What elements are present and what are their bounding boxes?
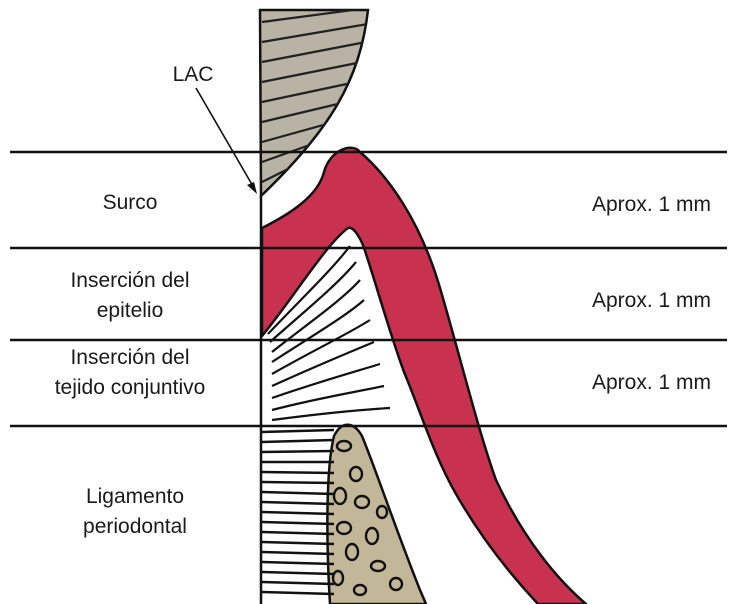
conjuntivo-label-line-1: Inserción del (30, 343, 230, 373)
ligament-fibers (262, 430, 334, 594)
conjuntivo-label-line-2: tejido conjuntivo (30, 373, 230, 403)
ligamento-label: Ligamento periodontal (50, 482, 220, 542)
surco-label: Surco (60, 188, 200, 218)
conjuntivo-label: Inserción del tejido conjuntivo (30, 343, 230, 403)
epitelio-label: Inserción del epitelio (40, 266, 220, 326)
lac-arrow (196, 88, 257, 194)
lac-label: LAC (168, 60, 218, 90)
conjuntivo-measurement: Aprox. 1 mm (592, 368, 711, 398)
ligamento-label-line-1: Ligamento (50, 482, 220, 512)
gingiva (262, 148, 586, 604)
ligamento-label-line-2: periodontal (50, 512, 220, 542)
epitelio-measurement: Aprox. 1 mm (592, 286, 711, 316)
surco-measurement: Aprox. 1 mm (592, 190, 711, 220)
epitelio-label-line-1: Inserción del (40, 266, 220, 296)
epitelio-label-line-2: epitelio (40, 296, 220, 326)
